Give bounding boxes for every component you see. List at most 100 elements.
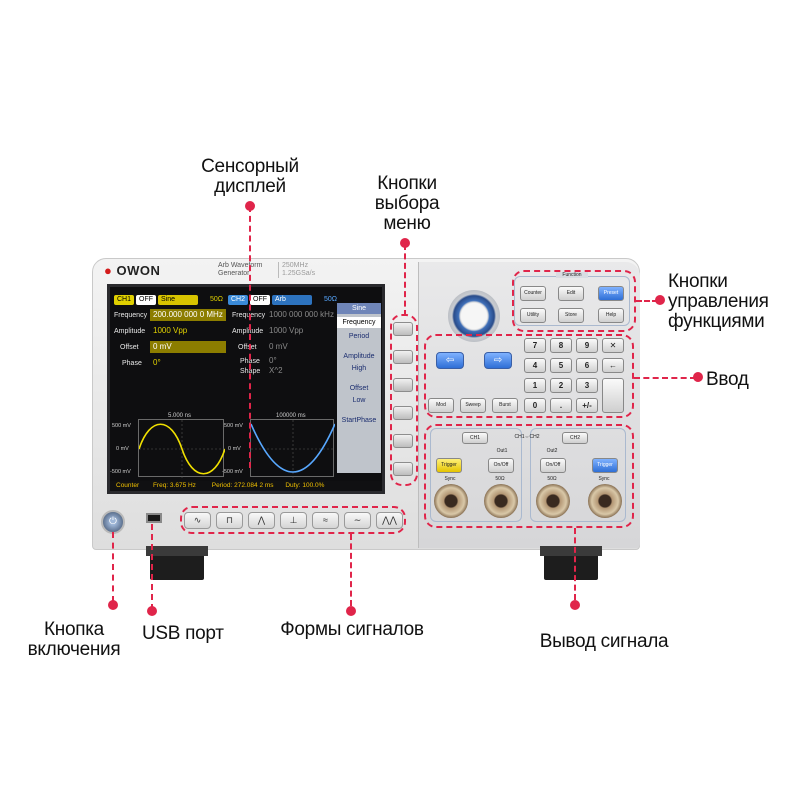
ch1-waveform-grid bbox=[138, 419, 225, 478]
ch2-offset-value[interactable]: 0 mV bbox=[269, 342, 288, 351]
key-enter[interactable] bbox=[602, 378, 624, 413]
ch2-tag: CH2 bbox=[228, 295, 249, 305]
key-4[interactable]: 4 bbox=[524, 358, 546, 373]
preset-button[interactable]: Preset bbox=[598, 286, 624, 301]
ch2-y-bot: -500 mV bbox=[222, 469, 243, 475]
ch2-timebase: 100000 ms bbox=[276, 413, 306, 419]
pulse-wave-button[interactable]: ⊥ bbox=[280, 512, 307, 529]
menu-item-high[interactable]: High bbox=[351, 365, 367, 372]
ch1-trigger-button[interactable]: Trigger bbox=[436, 458, 462, 473]
ramp-wave-button[interactable]: ⋀ bbox=[248, 512, 275, 529]
ch1-sync-connector[interactable] bbox=[434, 484, 468, 518]
help-button[interactable]: Help bbox=[598, 308, 624, 323]
menu-item-offset[interactable]: Offset bbox=[349, 385, 369, 392]
ch1-select-button[interactable]: CH1 bbox=[462, 432, 488, 444]
menu-button-6[interactable] bbox=[393, 462, 413, 476]
ch1-offset-value[interactable]: 0 mV bbox=[150, 341, 226, 353]
noise-wave-button[interactable]: ≈ bbox=[312, 512, 339, 529]
function-buttons-label: Кнопки управления функциями bbox=[668, 271, 769, 332]
menu-item-amplitude[interactable]: Amplitude bbox=[343, 353, 375, 360]
usb-port-label: USB порт bbox=[142, 623, 224, 644]
menu-buttons-leader bbox=[404, 244, 406, 316]
key-8[interactable]: 8 bbox=[550, 338, 572, 353]
ch1-output-connector[interactable] bbox=[484, 484, 518, 518]
ch1-phase-value[interactable]: 0° bbox=[153, 358, 161, 367]
arb-wave-button[interactable]: ∼ bbox=[344, 512, 371, 529]
ch2-phase-value[interactable]: 0° bbox=[269, 356, 277, 365]
ch2-output-connector[interactable] bbox=[536, 484, 570, 518]
usb-port[interactable] bbox=[146, 513, 162, 523]
menu-button-5[interactable] bbox=[393, 434, 413, 448]
ch2-amplitude-value[interactable]: 1000 Vpp bbox=[269, 326, 304, 335]
out2-label: Out2 bbox=[546, 448, 558, 454]
ch1-offset-label: Offset bbox=[120, 344, 139, 351]
ch1-tag: CH1 bbox=[114, 295, 135, 305]
waveforms-leader bbox=[350, 534, 352, 606]
ch1-output-frame bbox=[430, 428, 522, 522]
status-counter: Counter bbox=[116, 482, 140, 489]
power-button[interactable]: ⏻ bbox=[101, 510, 125, 534]
key-3[interactable]: 3 bbox=[576, 378, 598, 393]
edit-button[interactable]: Edit bbox=[558, 286, 584, 301]
key-7[interactable]: 7 bbox=[524, 338, 546, 353]
utility-button[interactable]: Utility bbox=[520, 308, 546, 323]
input-leader bbox=[634, 377, 696, 379]
ch1-amplitude-label: Amplitude bbox=[114, 328, 146, 335]
key-0[interactable]: 0 bbox=[524, 398, 546, 413]
counter-button[interactable]: Counter bbox=[520, 286, 546, 301]
input-region bbox=[424, 334, 634, 418]
ch2-wave: Arb bbox=[272, 295, 313, 305]
key-plus-minus[interactable]: +/- bbox=[576, 398, 598, 413]
burst-button[interactable]: Burst bbox=[492, 398, 518, 413]
ch1-frequency-value[interactable]: 200.000 000 0 MHz bbox=[150, 309, 226, 321]
ch1-frequency-label: Frequency bbox=[114, 312, 148, 319]
square-wave-button[interactable]: ⊓ bbox=[216, 512, 243, 529]
menu-item-low[interactable]: Low bbox=[352, 397, 366, 404]
ch2-select-button[interactable]: CH2 bbox=[562, 432, 588, 444]
waveforms-label: Формы сигналов bbox=[280, 619, 424, 640]
power-dot bbox=[108, 600, 118, 610]
ch1-onoff-button[interactable]: On/Off bbox=[488, 458, 514, 473]
menu-button-2[interactable] bbox=[393, 350, 413, 364]
power-button-label: Кнопка включения bbox=[27, 619, 121, 660]
touch-display-label: Сенсорный дисплей bbox=[201, 156, 299, 197]
left-foot bbox=[146, 546, 208, 580]
ch1-y-bot: -500 mV bbox=[110, 469, 131, 475]
usb-dot bbox=[147, 606, 157, 616]
key-5[interactable]: 5 bbox=[550, 358, 572, 373]
menu-button-4[interactable] bbox=[393, 406, 413, 420]
ch2-sync-connector[interactable] bbox=[588, 484, 622, 518]
key-backspace[interactable]: ← bbox=[602, 358, 624, 373]
menu-button-3[interactable] bbox=[393, 378, 413, 392]
menu-item-frequency[interactable]: Frequency bbox=[337, 317, 381, 328]
key-1[interactable]: 1 bbox=[524, 378, 546, 393]
right-arrow-button[interactable]: ⇨ bbox=[484, 352, 512, 369]
ch2-frequency-value[interactable]: 1000 000 000 kHz bbox=[269, 310, 334, 319]
ch1-timebase: 5.000 ns bbox=[168, 413, 192, 419]
ch1-amplitude-value[interactable]: 1000 Vpp bbox=[153, 326, 188, 335]
key-6[interactable]: 6 bbox=[576, 358, 598, 373]
key-dot[interactable]: . bbox=[550, 398, 572, 413]
menu-item-sine[interactable]: Sine bbox=[337, 303, 381, 314]
ch2-output-frame bbox=[530, 428, 626, 522]
ch2-trigger-button[interactable]: Trigger bbox=[592, 458, 618, 473]
ch2-impedance: 50Ω bbox=[324, 296, 338, 303]
ch2-onoff-button[interactable]: On/Off bbox=[540, 458, 566, 473]
key-2[interactable]: 2 bbox=[550, 378, 572, 393]
status-period: Period: 272.084 2 ms bbox=[211, 482, 274, 489]
key-9[interactable]: 9 bbox=[576, 338, 598, 353]
ch1-wave: Sine bbox=[158, 295, 199, 305]
brand-logo: ● OWON bbox=[104, 263, 161, 278]
menu-item-period[interactable]: Period bbox=[348, 333, 370, 340]
menu-item-startphase[interactable]: StartPhase bbox=[341, 417, 377, 424]
ch2-shape-value[interactable]: X^2 bbox=[269, 366, 283, 375]
rotary-knob[interactable] bbox=[448, 290, 500, 342]
sweep-button[interactable]: Sweep bbox=[460, 398, 486, 413]
store-button[interactable]: Store bbox=[558, 308, 584, 323]
left-arrow-button[interactable]: ⇦ bbox=[436, 352, 464, 369]
ch1-impedance-label: 50Ω bbox=[495, 476, 505, 482]
